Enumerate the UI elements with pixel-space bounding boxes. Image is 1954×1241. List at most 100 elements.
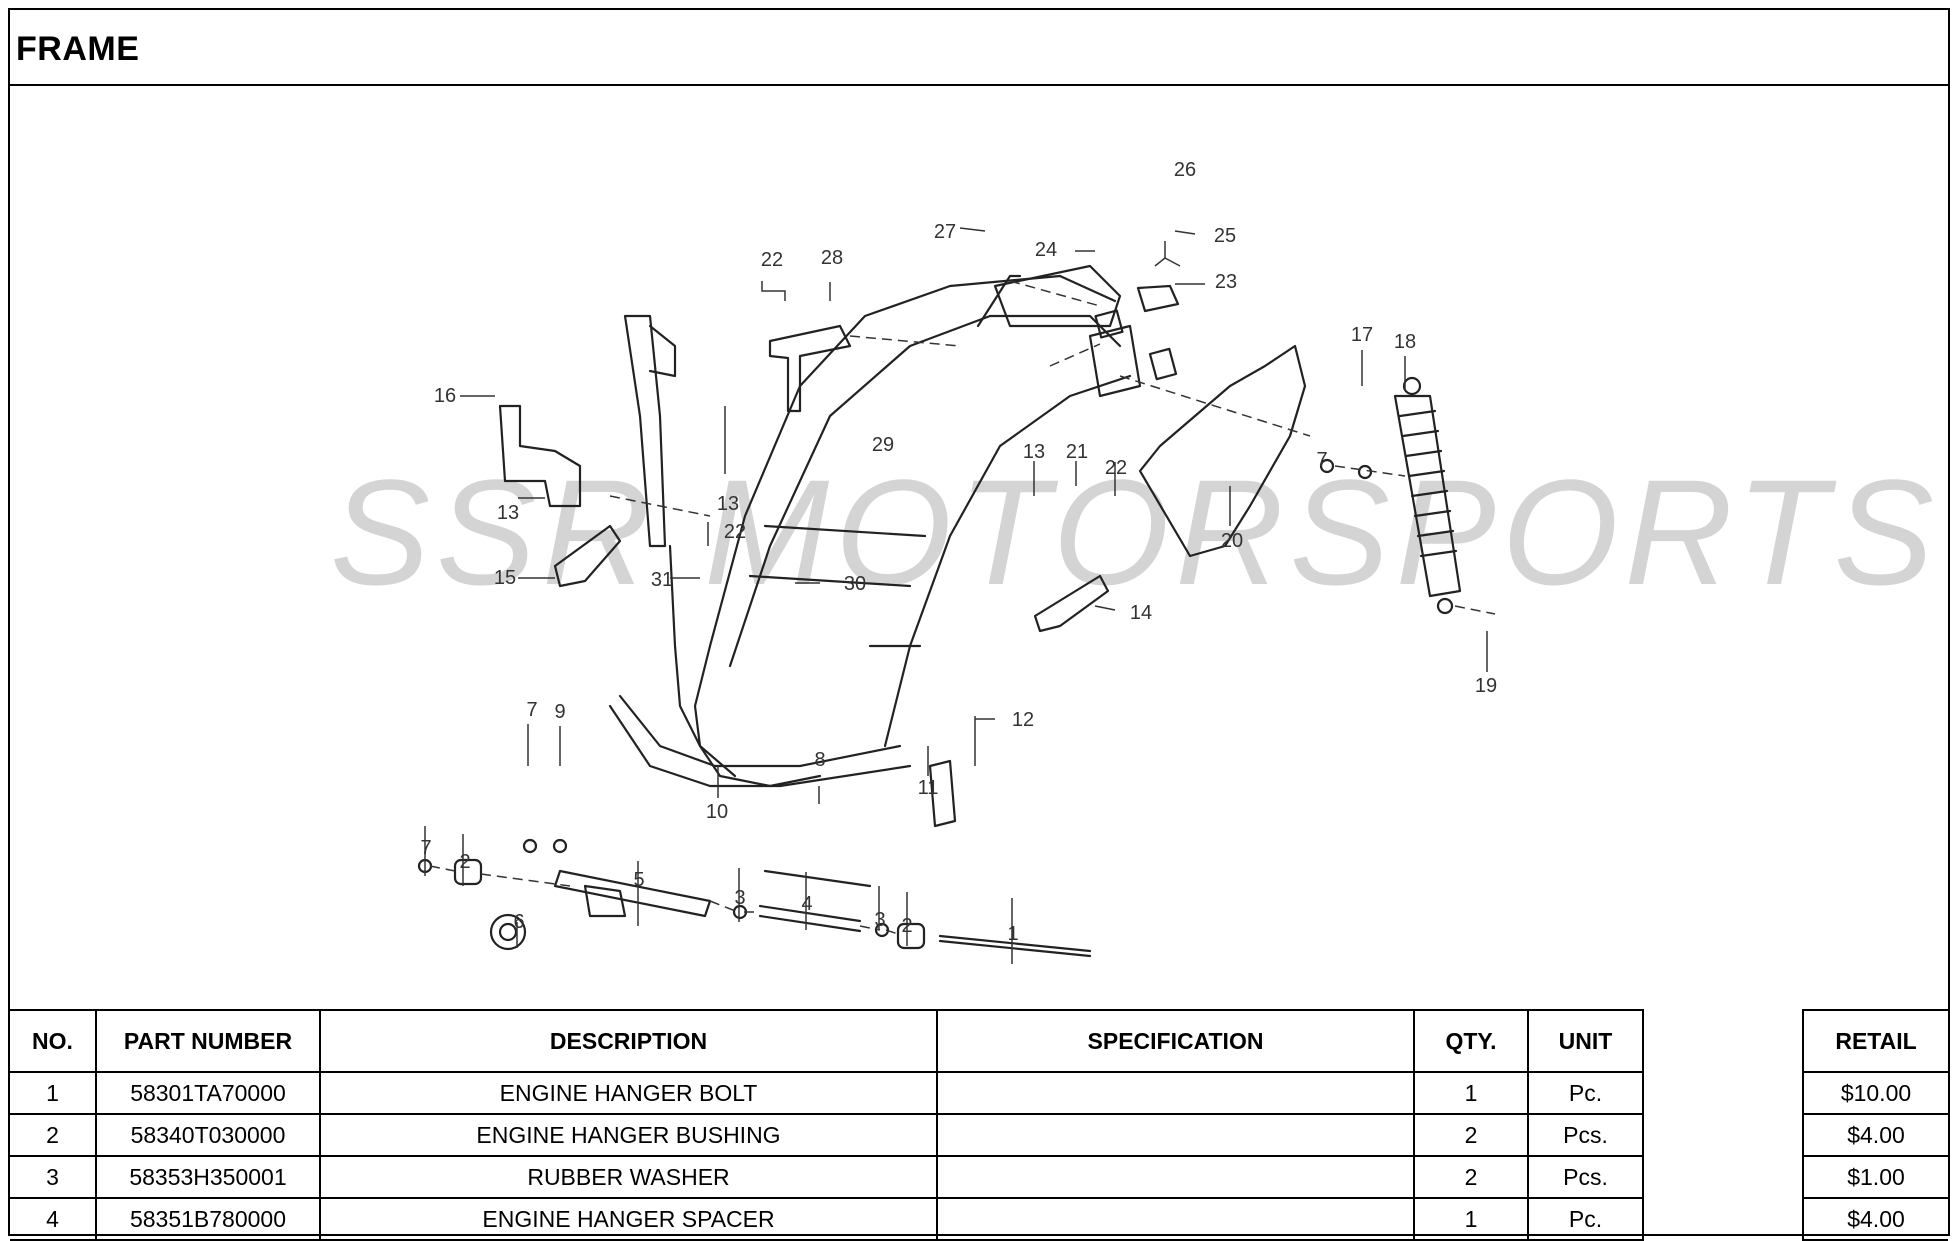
- rubber-23: [1148, 347, 1178, 381]
- cell-part-number: 58353H350001: [95, 1155, 321, 1199]
- header-qty: QTY.: [1413, 1009, 1529, 1073]
- head-bracket: [648, 324, 677, 378]
- callout-21: 21: [1066, 441, 1088, 463]
- bolt-8: [763, 869, 872, 888]
- callout-5: 5: [633, 869, 644, 891]
- bushing-6: [489, 913, 527, 951]
- callout-12: 12: [1012, 709, 1034, 731]
- header-retail: RETAIL: [1802, 1009, 1948, 1073]
- bushing-2b: [896, 922, 926, 950]
- cell-unit: Pc.: [1527, 1197, 1644, 1241]
- page-title: FRAME: [16, 30, 140, 68]
- rubber-24: [1094, 309, 1124, 339]
- header-blank: [1642, 1010, 1804, 1072]
- callout-27: 27: [934, 221, 956, 243]
- frame-bottom-tube-2: [618, 694, 902, 768]
- callout-23: 23: [1215, 271, 1237, 293]
- cell-unit: Pcs.: [1527, 1113, 1644, 1157]
- parts-sheet: FRAME SSR MOTORSPORTS: [8, 8, 1950, 1241]
- spacer-5: [553, 869, 712, 918]
- cell-specification: [936, 1197, 1415, 1241]
- callout-8: 8: [814, 749, 825, 771]
- cell-description: ENGINE HANGER SPACER: [319, 1197, 938, 1241]
- cable-27: [976, 274, 1022, 328]
- shock-absorber: [1393, 394, 1462, 598]
- frame-front-down-tube: [668, 544, 737, 778]
- nut-7b: [522, 838, 538, 854]
- washer-9: [552, 838, 568, 854]
- callout-13c: 13: [497, 502, 519, 524]
- title-bar: FRAME: [10, 10, 1948, 86]
- table-row: 1 58301TA70000 ENGINE HANGER BOLT 1 Pc. …: [10, 1071, 1948, 1115]
- frame-upper-left-tube: [708, 274, 1117, 648]
- washer-17: [1357, 464, 1373, 480]
- rear-fender: [1138, 344, 1307, 558]
- header-specification: SPECIFICATION: [936, 1009, 1415, 1073]
- plate-12: [928, 759, 957, 828]
- cell-retail: $4.00: [1802, 1113, 1948, 1157]
- footrest-15: [553, 524, 622, 588]
- callout-22a: 22: [761, 249, 783, 271]
- callout-2b: 2: [901, 915, 912, 937]
- cell-no: 1: [10, 1071, 97, 1115]
- frame-cross-tube-1: [763, 524, 927, 538]
- table-row: 4 58351B780000 ENGINE HANGER SPACER 1 Pc…: [10, 1197, 1948, 1241]
- bracket-28: [768, 324, 852, 413]
- callout-16: 16: [434, 385, 456, 407]
- cell-specification: [936, 1155, 1415, 1199]
- cell-qty: 1: [1413, 1197, 1529, 1241]
- bolt-1: [938, 939, 1092, 958]
- cell-specification: [936, 1113, 1415, 1157]
- table-row: 2 58340T030000 ENGINE HANGER BUSHING 2 P…: [10, 1113, 1948, 1157]
- cell-part-number: 58351B780000: [95, 1197, 321, 1241]
- callout-2a: 2: [459, 851, 470, 873]
- callout-7a: 7: [1316, 449, 1327, 471]
- cell-part-number: 58301TA70000: [95, 1071, 321, 1115]
- callout-19: 19: [1475, 675, 1497, 697]
- callout-13b: 13: [1023, 441, 1045, 463]
- watermark: SSR MOTORSPORTS: [330, 448, 1940, 616]
- callout-3a: 3: [734, 887, 745, 909]
- callout-15: 15: [494, 567, 516, 589]
- cell-description: ENGINE HANGER BUSHING: [319, 1113, 938, 1157]
- cell-part-number: 58340T030000: [95, 1113, 321, 1157]
- callout-7b: 7: [526, 699, 537, 721]
- bracket-25: [1136, 284, 1180, 313]
- callout-14: 14: [1130, 602, 1152, 624]
- cell-blank: [1642, 1198, 1804, 1240]
- cell-qty: 2: [1413, 1155, 1529, 1199]
- frame-upper-right-tube: [728, 314, 1122, 668]
- cell-blank: [1642, 1156, 1804, 1198]
- cell-no: 2: [10, 1113, 97, 1157]
- frame-bottom-tube: [608, 704, 912, 788]
- cell-blank: [1642, 1072, 1804, 1114]
- callout-31: 31: [651, 569, 673, 591]
- callout-13a: 13: [717, 493, 739, 515]
- cell-blank: [1642, 1114, 1804, 1156]
- table-row: 3 58353H350001 RUBBER WASHER 2 Pcs. $1.0…: [10, 1155, 1948, 1199]
- cell-unit: Pcs.: [1527, 1155, 1644, 1199]
- footrest-14: [1033, 574, 1110, 633]
- cell-qty: 2: [1413, 1113, 1529, 1157]
- bushing-2a: [453, 858, 483, 886]
- spacer-4: [758, 904, 862, 933]
- cell-description: ENGINE HANGER BOLT: [319, 1071, 938, 1115]
- callout-22b: 22: [1105, 457, 1127, 479]
- parts-table: NO. PART NUMBER DESCRIPTION SPECIFICATIO…: [10, 1009, 1948, 1241]
- callout-17: 17: [1351, 324, 1373, 346]
- frame-lower-right-tube: [883, 374, 1132, 748]
- cell-specification: [936, 1071, 1415, 1115]
- callout-6: 6: [513, 911, 524, 933]
- callout-20: 20: [1221, 530, 1243, 552]
- cell-description: RUBBER WASHER: [319, 1155, 938, 1199]
- callout-25: 25: [1214, 225, 1236, 247]
- head-tube: [623, 314, 667, 548]
- cell-retail: $4.00: [1802, 1197, 1948, 1241]
- frame-lower-left-tube: [693, 644, 822, 788]
- frame-drawing: 26 27 25 24 23 22 28 17 18 16 13 29 13 2…: [417, 159, 1497, 964]
- callout-9: 9: [554, 701, 565, 723]
- callout-18: 18: [1394, 331, 1416, 353]
- callout-28: 28: [821, 247, 843, 269]
- cell-retail: $10.00: [1802, 1071, 1948, 1115]
- callout-10: 10: [706, 801, 728, 823]
